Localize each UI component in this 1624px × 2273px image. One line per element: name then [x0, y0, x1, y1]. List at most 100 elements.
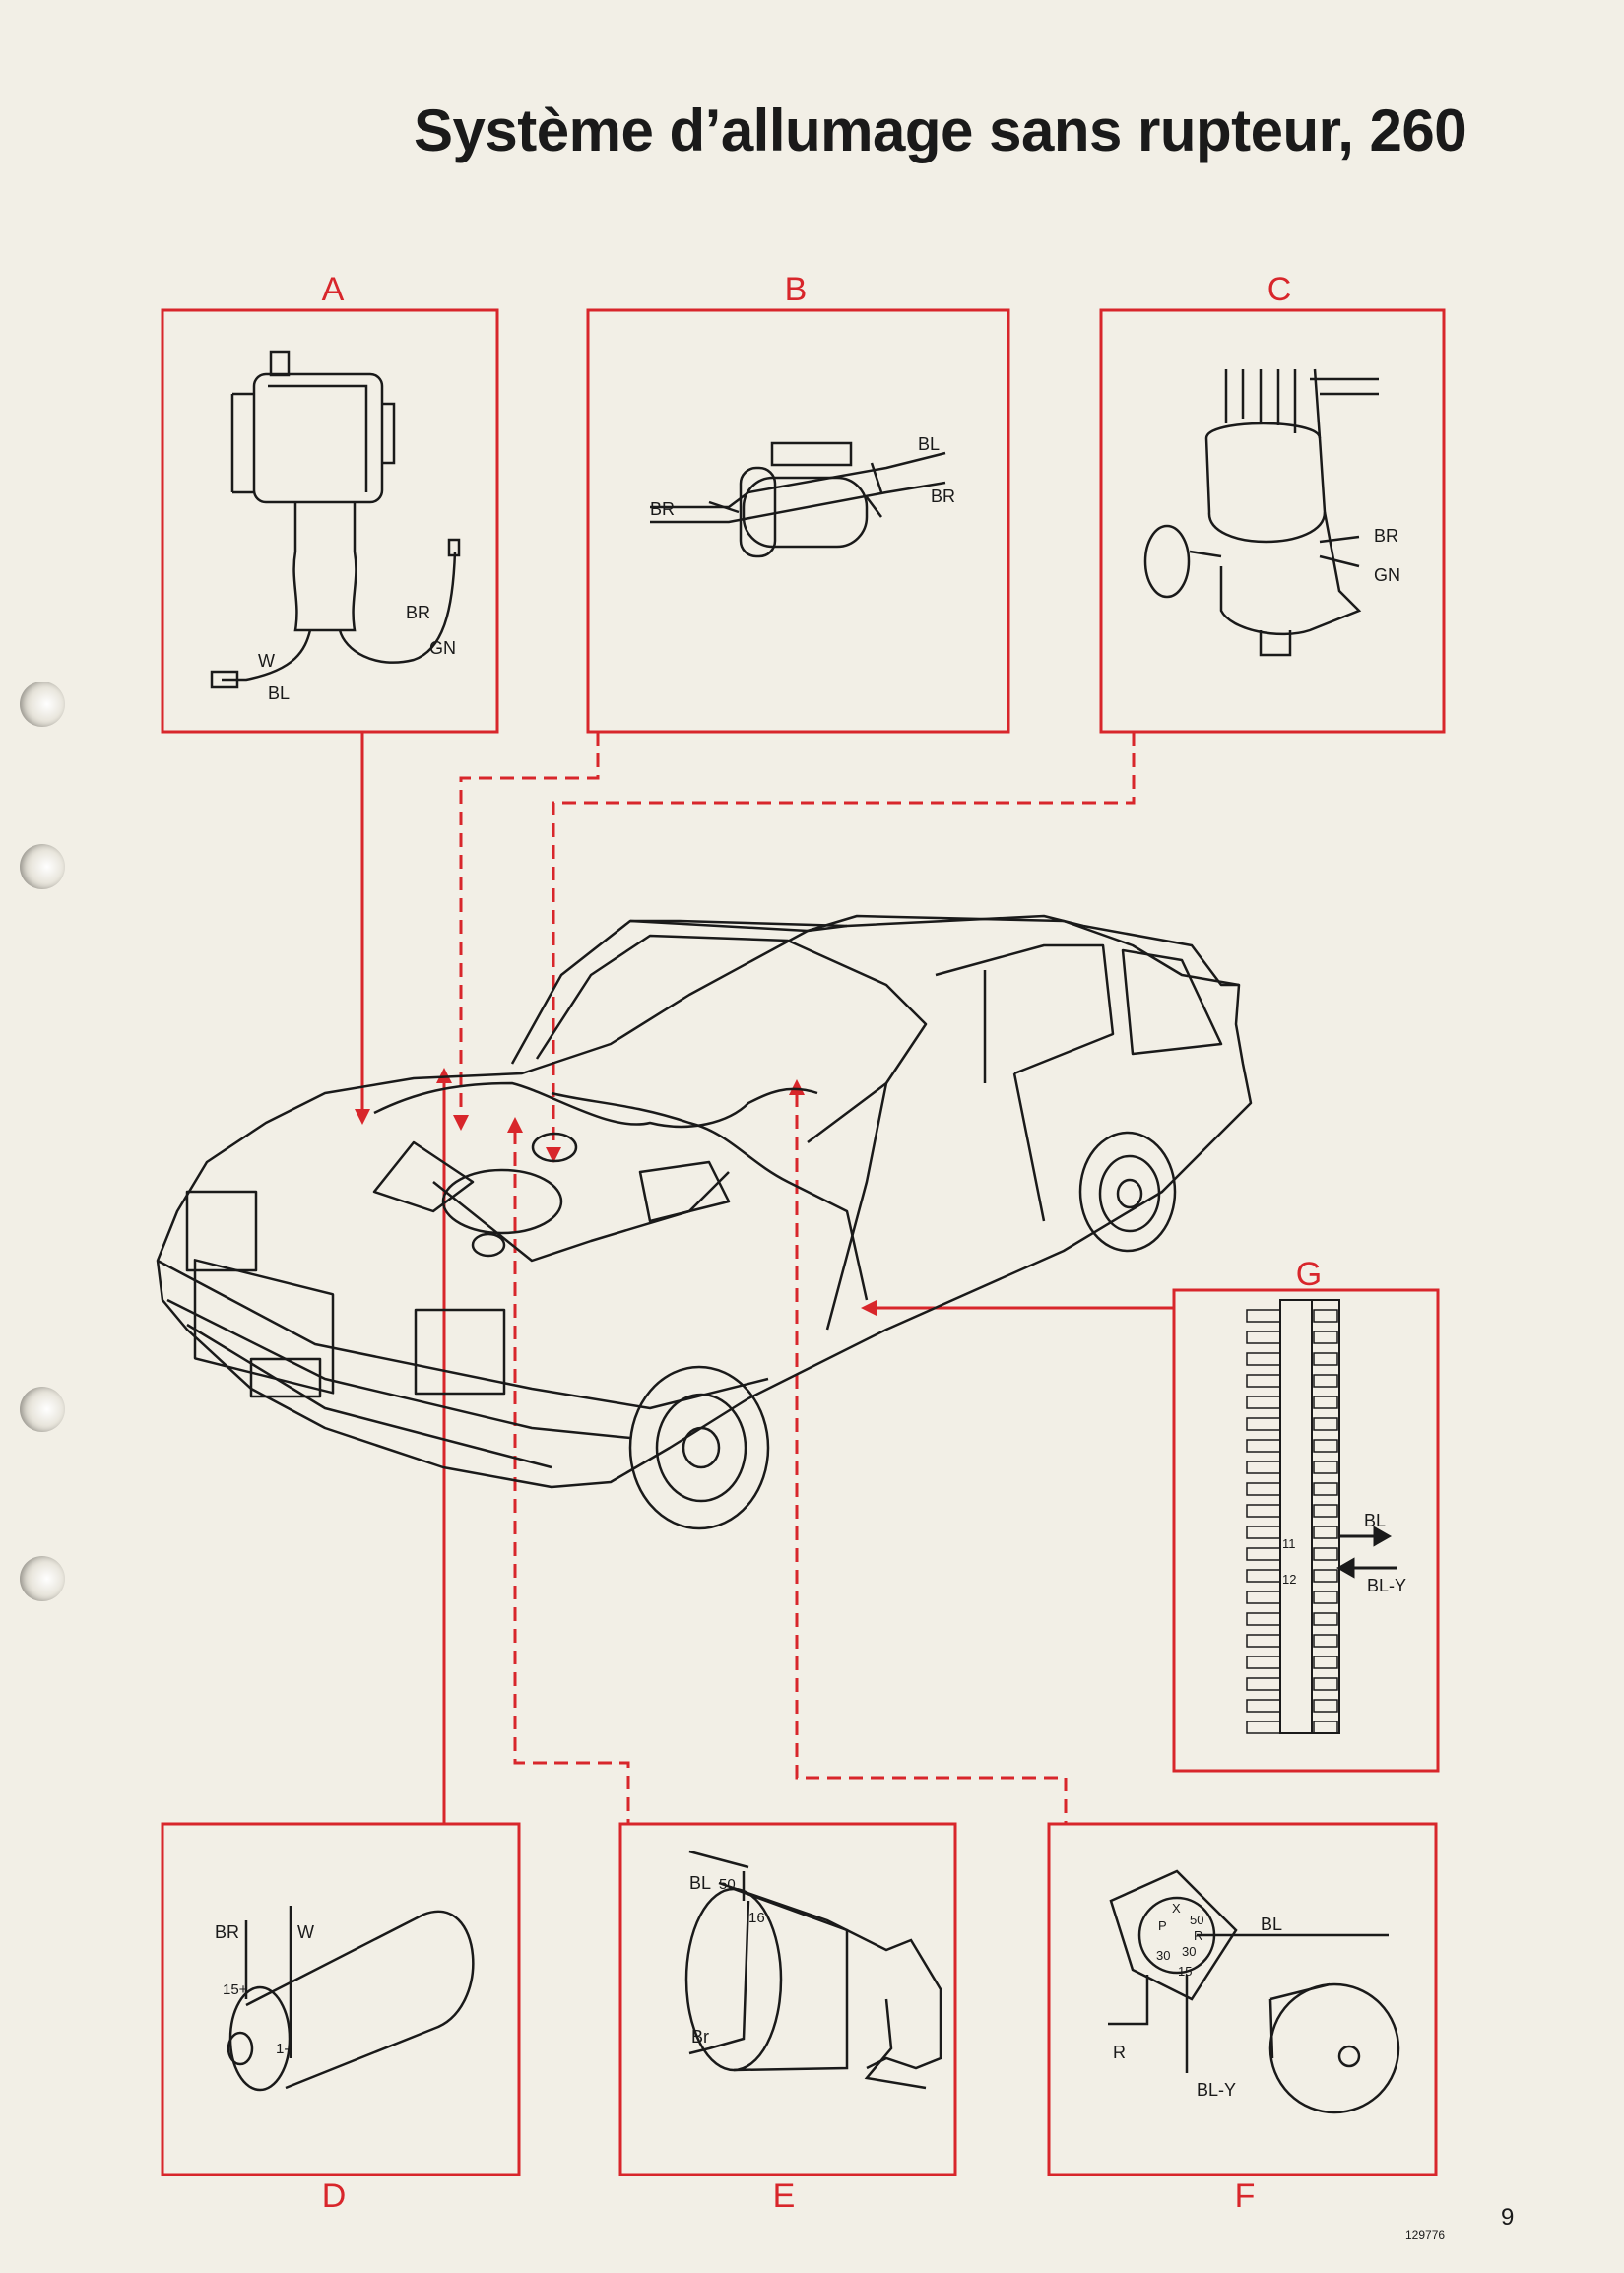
terminal-pin	[1313, 1417, 1338, 1431]
terminal-pins	[1246, 1309, 1338, 1734]
panel-e-frame	[618, 1822, 957, 2176]
wire-label-bl: BL	[1261, 1915, 1282, 1934]
terminal-pin	[1246, 1526, 1281, 1539]
arrow-icon	[789, 1079, 805, 1095]
connector-f	[795, 1093, 1068, 1824]
arrow-icon	[507, 1117, 523, 1133]
terminal-pin	[1246, 1699, 1281, 1713]
binder-hole	[20, 1556, 65, 1601]
terminal-pin	[1313, 1569, 1338, 1583]
terminal-pin	[1246, 1374, 1281, 1388]
binder-hole	[20, 844, 65, 889]
ignition-switch-illustration	[1108, 1869, 1400, 2114]
wire-label-br: BR	[931, 487, 955, 506]
terminal-pin	[1246, 1461, 1281, 1474]
page-number: 9	[1501, 2204, 1515, 2231]
connector-e	[513, 1131, 630, 1824]
arrow-icon	[355, 1109, 370, 1125]
terminal-pin	[1246, 1331, 1281, 1344]
panel-label-d: D	[321, 2177, 347, 2215]
terminal-pin	[1313, 1677, 1338, 1691]
terminal-pin	[1246, 1439, 1281, 1453]
panel-a-frame	[161, 308, 499, 734]
terminal-pin	[1313, 1526, 1338, 1539]
wire-label-gn: GN	[429, 638, 456, 658]
arrow-icon	[861, 1300, 877, 1316]
binder-hole	[20, 1387, 65, 1432]
arrow-icon	[546, 1147, 561, 1163]
terminal-pin	[1313, 1309, 1338, 1323]
panel-g-frame	[1172, 1288, 1440, 1773]
wire-label-br: BR	[215, 1922, 239, 1942]
starter-motor-illustration	[684, 1850, 942, 2090]
terminal-pin	[1246, 1482, 1281, 1496]
figure-code: 129776	[1405, 2228, 1446, 2241]
switch-position-50: 50	[1190, 1913, 1203, 1927]
panel-label-g: G	[1295, 1256, 1323, 1293]
terminal-label-1: 1-	[276, 2041, 289, 2057]
switch-position-p: P	[1158, 1918, 1167, 1933]
wire-label-bl: BL	[1364, 1511, 1386, 1530]
terminal-pin	[1246, 1396, 1281, 1409]
distributor-illustration	[1143, 368, 1379, 657]
terminal-pin	[1313, 1396, 1338, 1409]
terminal-pin	[1313, 1331, 1338, 1344]
terminal-pin	[1313, 1439, 1338, 1453]
wire-label-w: W	[258, 651, 275, 671]
panel-d-frame	[161, 1822, 521, 2176]
terminal-pin	[1313, 1352, 1338, 1366]
connector-c	[552, 732, 1136, 1150]
switch-terminal-30a: 30	[1156, 1948, 1170, 1963]
terminal-pin	[1313, 1612, 1338, 1626]
terminal-pin	[1246, 1352, 1281, 1366]
panel-f-frame	[1047, 1822, 1438, 2176]
switch-terminal-30b: 30	[1182, 1944, 1196, 1959]
connector-b	[459, 732, 600, 1118]
terminal-label-12: 12	[1282, 1572, 1296, 1587]
arrow-icon	[436, 1068, 452, 1083]
switch-position-r: R	[1194, 1928, 1202, 1943]
wire-label-bl: BL	[268, 683, 290, 703]
switch-position-x: X	[1172, 1901, 1181, 1916]
coil-d-illustration	[227, 1906, 475, 2092]
terminal-pin	[1313, 1634, 1338, 1648]
ignition-relay-illustration	[210, 350, 461, 689]
wire-label-bl: BL	[689, 1873, 711, 1893]
panel-label-f: F	[1234, 2177, 1256, 2215]
terminal-pin	[1313, 1504, 1338, 1518]
switch-terminal-15: 15	[1178, 1964, 1192, 1979]
terminal-pin	[1313, 1591, 1338, 1604]
terminal-pin	[1246, 1721, 1281, 1734]
terminal-pin	[1246, 1591, 1281, 1604]
terminal-pin	[1246, 1656, 1281, 1669]
terminal-pin	[1313, 1699, 1338, 1713]
terminal-pin	[1246, 1309, 1281, 1323]
binder-hole	[20, 682, 65, 727]
terminal-pin	[1313, 1547, 1338, 1561]
terminal-pin	[1246, 1417, 1281, 1431]
wire-label-r: R	[1113, 2043, 1126, 2062]
page-title: Système d’allumage sans rupteur, 260	[414, 97, 1467, 163]
panel-label-a: A	[321, 271, 345, 308]
panel-b-frame	[586, 308, 1010, 734]
terminal-pin	[1246, 1504, 1281, 1518]
wire-label-br: BR	[650, 499, 675, 519]
terminal-pin	[1313, 1656, 1338, 1669]
terminal-pin	[1313, 1374, 1338, 1388]
wire-label-gn: GN	[1374, 565, 1400, 585]
terminal-pin	[1313, 1721, 1338, 1734]
wire-label-br: Br	[691, 2027, 709, 2046]
wire-label-w: W	[297, 1922, 314, 1942]
terminal-pin	[1246, 1634, 1281, 1648]
terminal-pin	[1246, 1547, 1281, 1561]
arrow-icon	[453, 1115, 469, 1131]
terminal-label-16: 16	[748, 1910, 765, 1926]
wire-label-br: BR	[1374, 526, 1398, 546]
terminal-pin	[1313, 1482, 1338, 1496]
wire-label-bl-y: BL-Y	[1367, 1576, 1406, 1595]
wire-label-bl-y: BL-Y	[1197, 2080, 1236, 2100]
wire-label-bl: BL	[918, 434, 940, 454]
panel-label-e: E	[772, 2177, 796, 2215]
terminal-label-11: 11	[1282, 1536, 1296, 1551]
